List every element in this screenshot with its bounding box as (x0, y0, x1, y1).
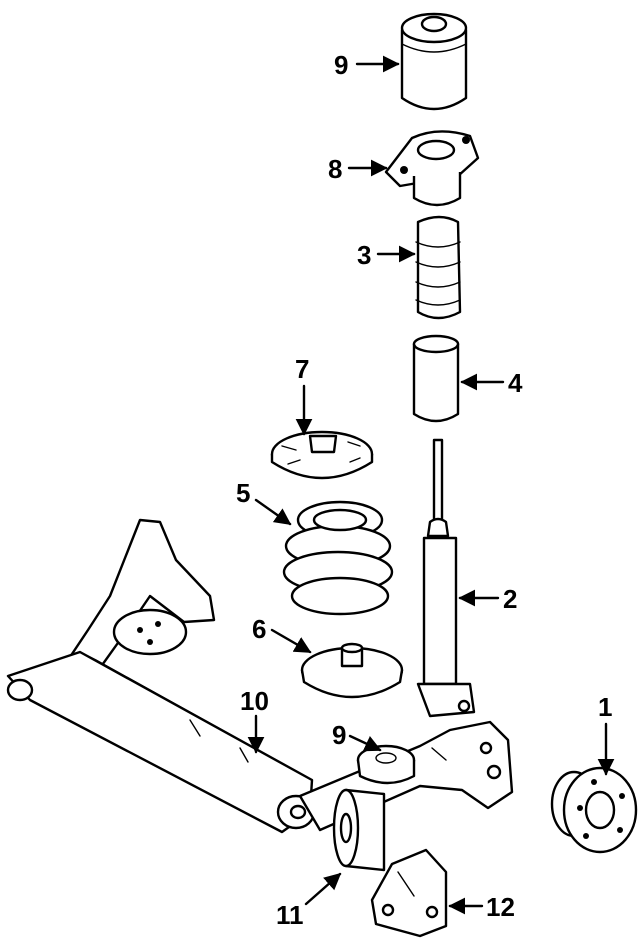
callout-3: 3 (357, 240, 371, 270)
callout-4: 4 (508, 368, 523, 398)
part-upper-spring-seat (270, 430, 374, 480)
callout-labels: 9 8 3 4 7 5 2 6 10 9 1 11 12 (236, 50, 612, 930)
callout-8: 8 (328, 154, 342, 184)
callout-12: 12 (486, 892, 515, 922)
part-shock-absorber (416, 438, 476, 718)
leader-arrow-9-low (348, 734, 382, 752)
leader-arrows (247, 55, 615, 915)
callout-6: 6 (252, 614, 266, 644)
part-lower-mount (356, 744, 416, 785)
callout-11: 11 (276, 900, 304, 930)
part-bump-stop (415, 215, 462, 320)
part-dust-cover (412, 334, 460, 423)
leader-arrow-6 (270, 628, 312, 654)
callout-5: 5 (236, 478, 250, 508)
part-coil-spring (282, 500, 394, 616)
callout-9-low: 9 (332, 720, 346, 750)
leader-arrow-5 (254, 498, 292, 526)
part-strut-mount (384, 130, 480, 207)
part-bushing (332, 788, 386, 872)
callout-10: 10 (240, 686, 269, 716)
part-wheel-hub (550, 766, 638, 854)
callout-7: 7 (295, 354, 309, 384)
part-mounting-bracket (370, 848, 448, 938)
callout-2: 2 (503, 584, 517, 614)
part-lower-spring-seat (300, 642, 404, 699)
part-upper-cap (400, 12, 468, 111)
callout-9-top: 9 (334, 50, 348, 80)
leader-arrow-11 (304, 872, 342, 906)
callout-1: 1 (598, 692, 612, 722)
